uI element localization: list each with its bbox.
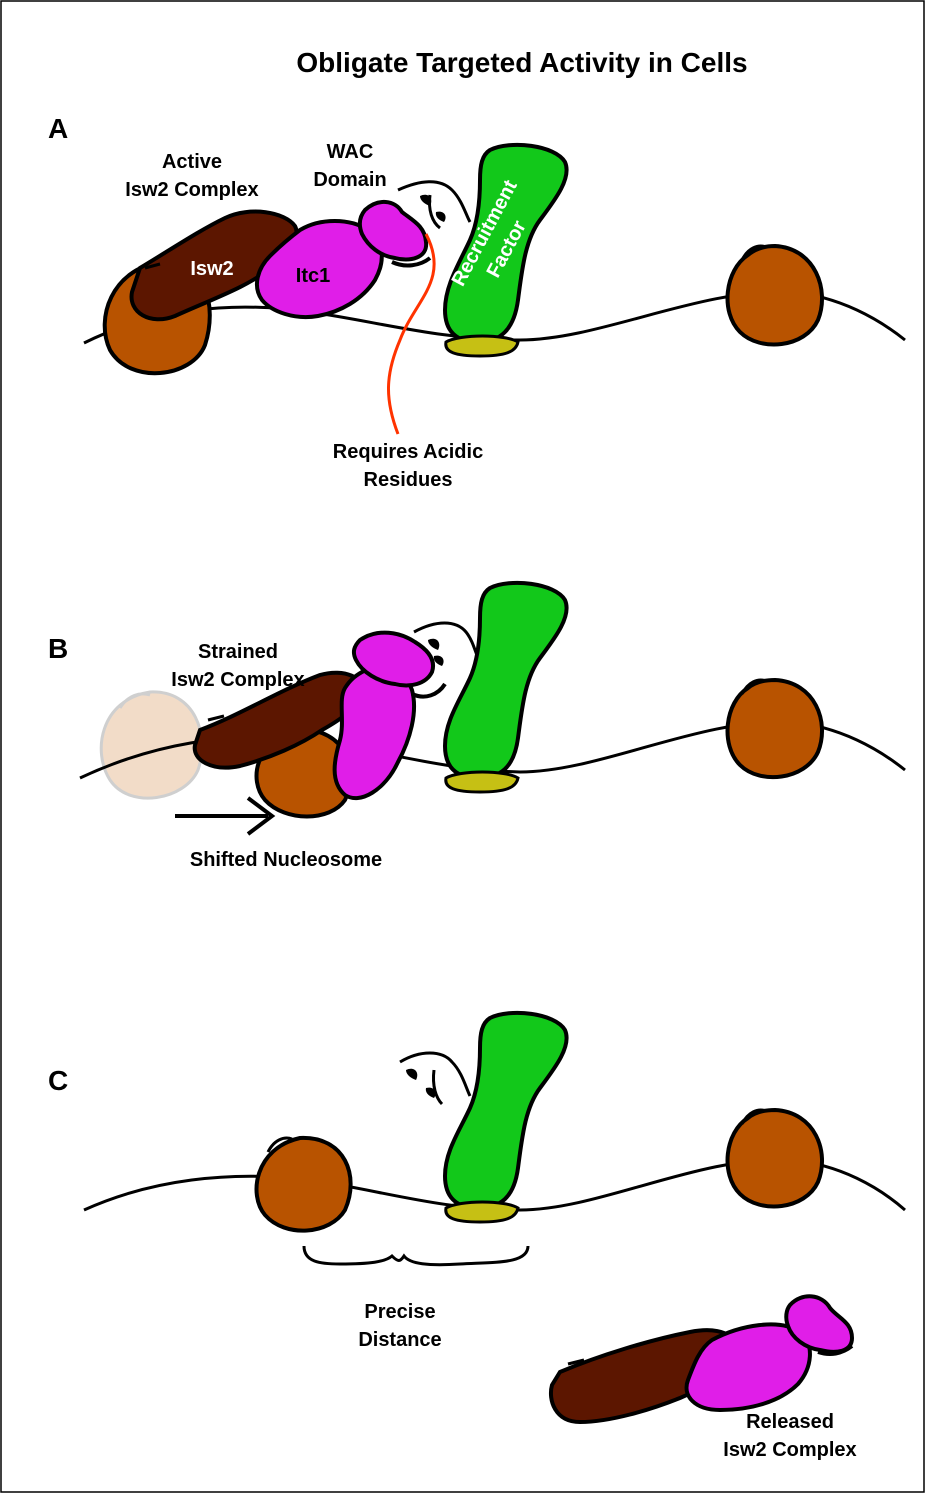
active-complex-label-line2: Isw2 Complex <box>125 179 258 201</box>
panel-a: A Isw2 Itc1 Recruitment Factor Active <box>48 113 905 491</box>
tail-leaf <box>406 1069 417 1080</box>
tail-leaf <box>436 212 446 222</box>
acidic-label-line2: Residues <box>364 469 453 491</box>
isw2-label: Isw2 <box>190 258 233 280</box>
itc1-label: Itc1 <box>296 265 330 287</box>
panel-b-letter: B <box>48 633 68 664</box>
dna-binding-site <box>446 1202 518 1222</box>
rf-tail <box>433 1070 442 1104</box>
panel-a-letter: A <box>48 113 68 144</box>
released-complex-label-line2: Isw2 Complex <box>723 1439 856 1461</box>
released-complex-label-line1: Released <box>746 1411 834 1433</box>
nucleosome <box>728 246 823 345</box>
nucleosome <box>728 1110 823 1207</box>
panel-b: B Strained Isw2 Complex Shifted Nucleos <box>48 583 905 871</box>
active-complex-label-line1: Active <box>162 151 222 173</box>
strained-complex-label-line1: Strained <box>198 641 278 663</box>
distance-label-line1: Precise <box>364 1301 435 1323</box>
recruitment-factor <box>445 1013 567 1208</box>
panel-c: C Precise Distance Released Isw2 Complex <box>48 1013 905 1461</box>
shifted-nucleosome-label: Shifted Nucleosome <box>190 849 382 871</box>
acidic-label-line1: Requires Acidic <box>333 441 483 463</box>
wac-label-line2: Domain <box>313 169 386 191</box>
tail-leaf <box>428 639 439 650</box>
figure-title: Obligate Targeted Activity in Cells <box>296 47 747 78</box>
nucleosome <box>728 680 823 777</box>
tail-leaf <box>434 656 444 666</box>
distance-bracket <box>304 1246 528 1265</box>
wac-label-line1: WAC <box>327 141 374 163</box>
dna-binding-site <box>446 772 518 792</box>
dna-binding-site <box>446 336 518 356</box>
nucleosome <box>257 1138 351 1231</box>
strained-complex-label-line2: Isw2 Complex <box>171 669 304 691</box>
distance-label-line2: Distance <box>358 1329 441 1351</box>
recruitment-factor <box>445 583 567 778</box>
panel-c-letter: C <box>48 1065 68 1096</box>
